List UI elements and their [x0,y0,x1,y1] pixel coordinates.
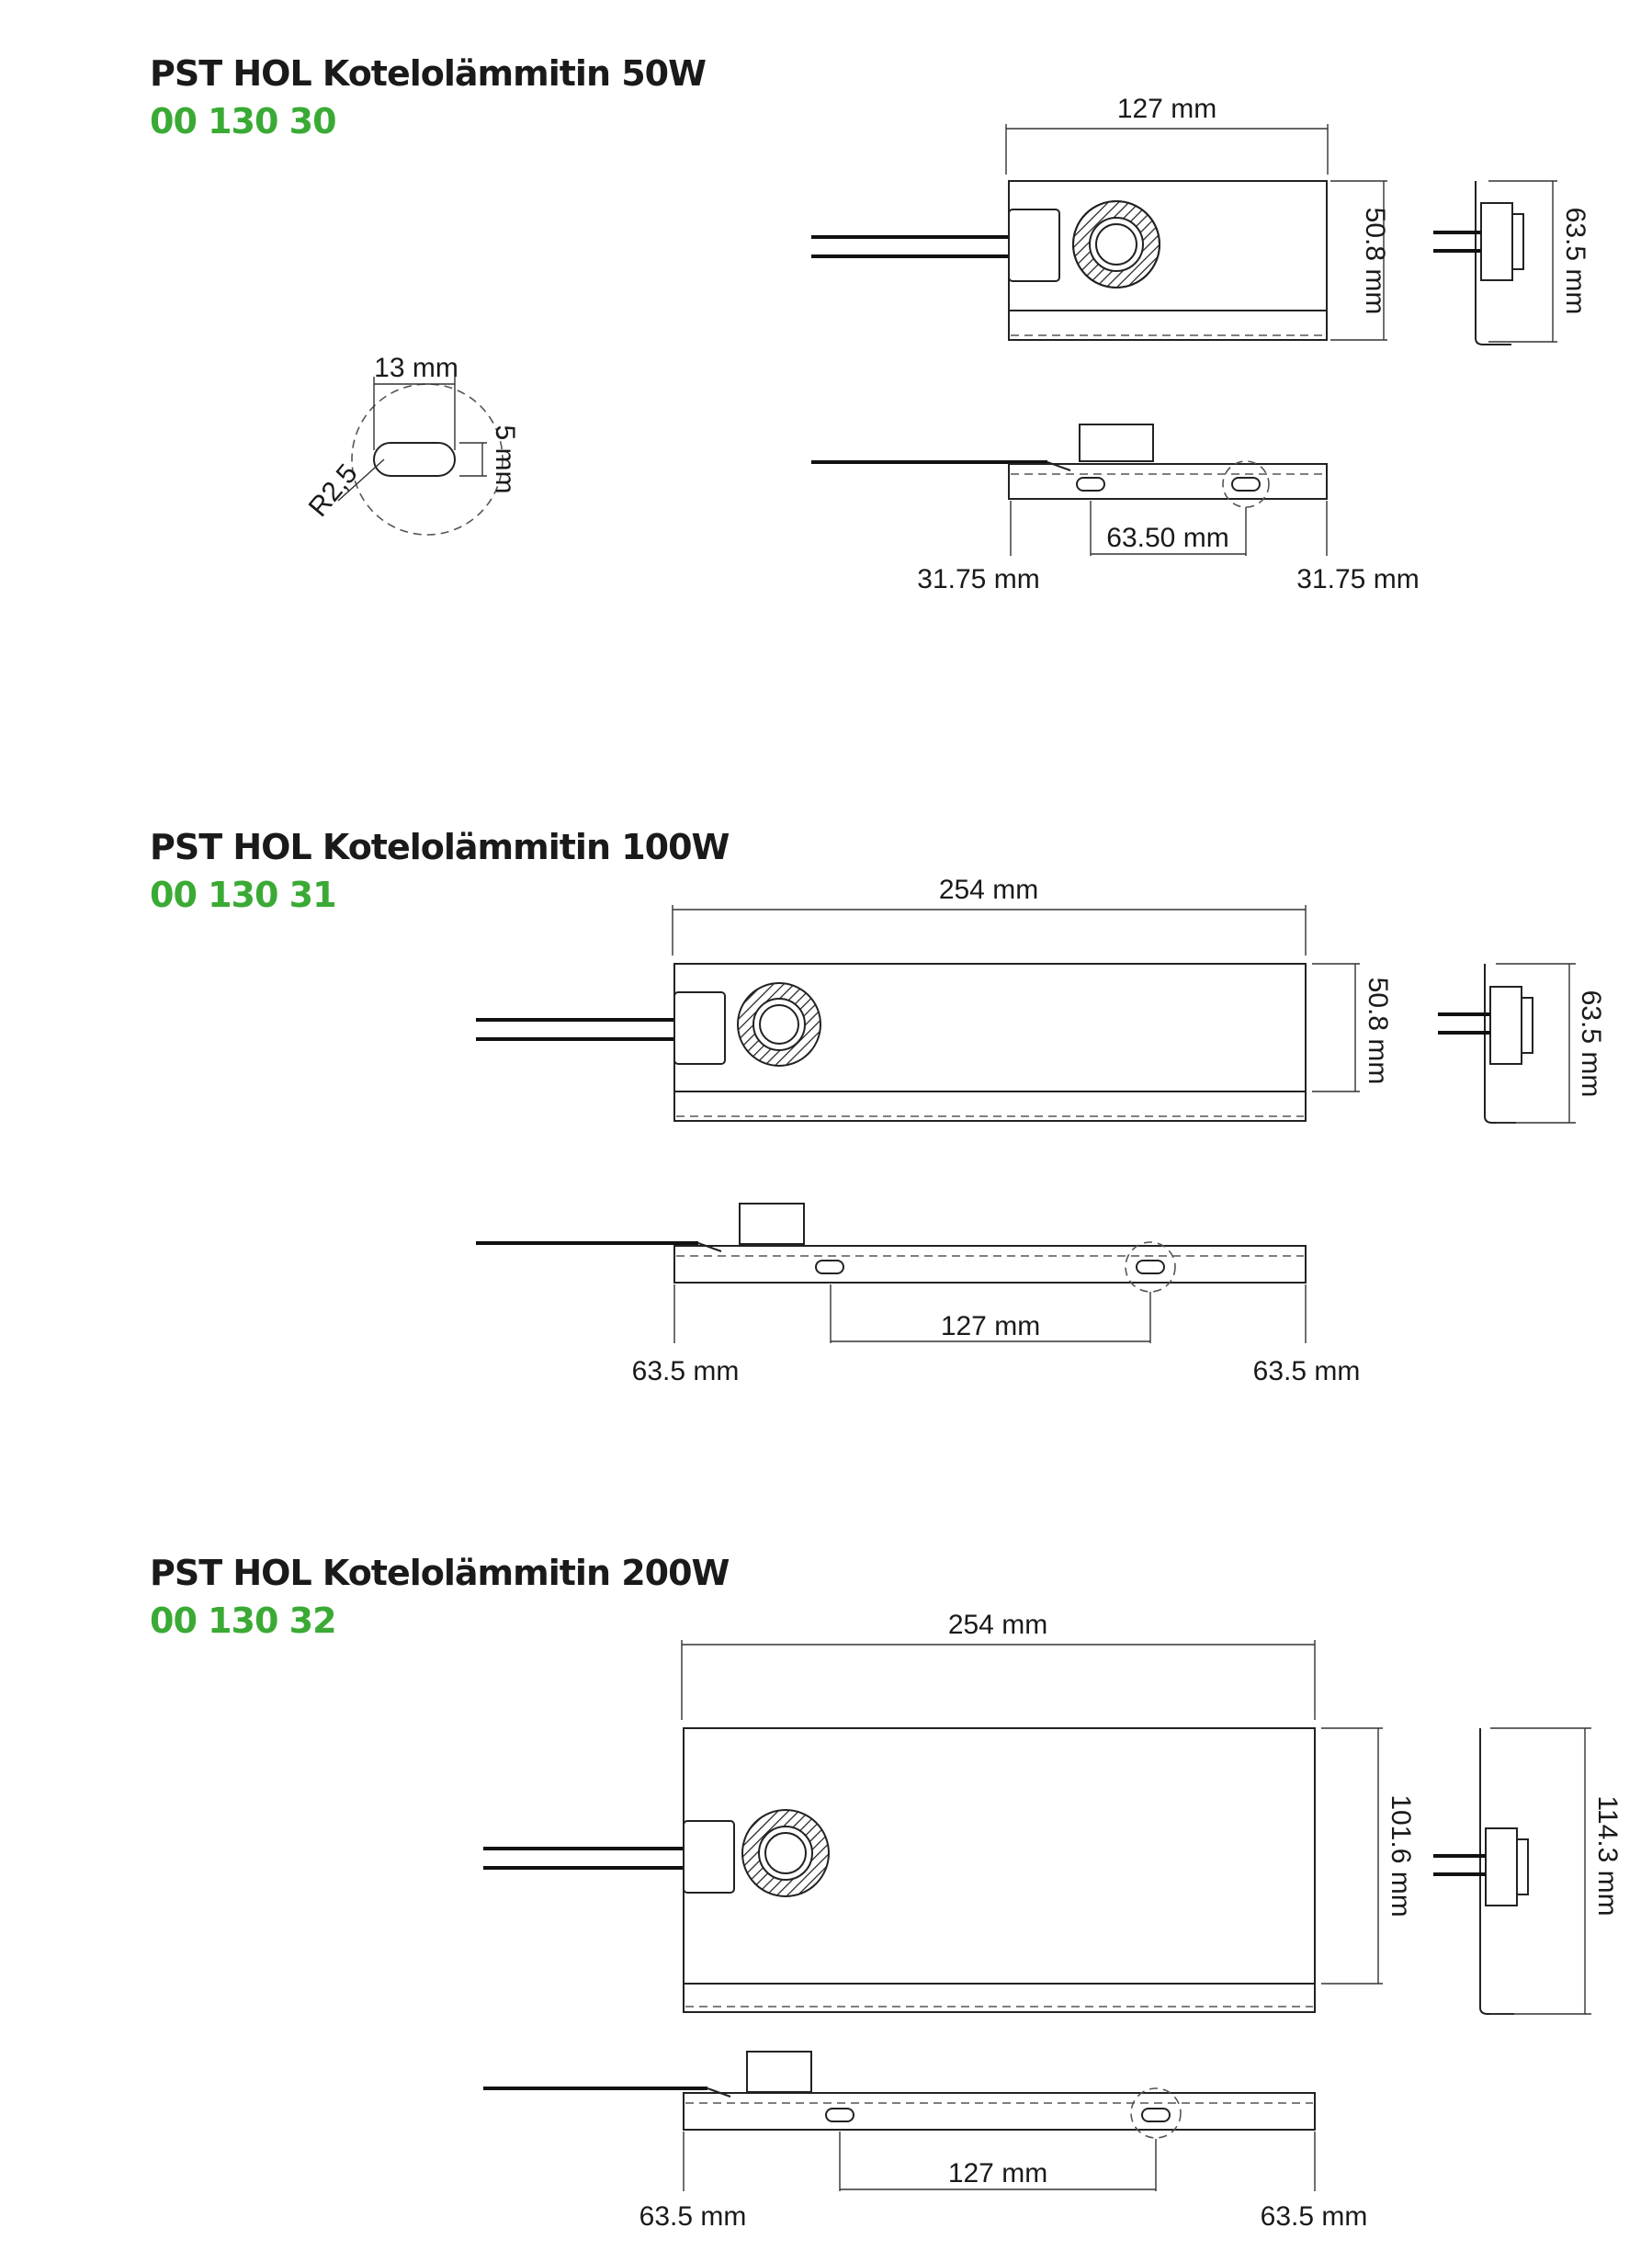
hole-spacing-label: 63.50 mm [1106,523,1228,553]
length-label: 254 mm [939,875,1038,905]
side-view-200w: 114.3 mm [1433,1727,1623,2015]
product-100w-drawing: 254 mm 50.8 mm 63.5 mm [476,875,1606,1386]
hole-spacing-label: 127 mm [948,2158,1047,2188]
product-100w-code: 00 130 31 [150,875,337,915]
right-offset-label: 63.5 mm [1253,1356,1361,1386]
product-50w-code: 00 130 30 [150,101,337,141]
slot-radius-label: R2,5 [303,458,364,523]
product-200w-code: 00 130 32 [150,1600,337,1641]
side-height-label: 63.5 mm [1560,208,1590,315]
length-label: 254 mm [948,1610,1047,1640]
left-offset-label: 31.75 mm [917,564,1039,594]
top-view-50w: 127 mm 50.8 mm [811,94,1390,341]
slot-width-label: 13 mm [374,353,458,383]
slot-detail: 13 mm 5 mm R2,5 [303,353,520,536]
product-200w-title: PST HOL Kotelolämmitin 200W [150,1553,730,1593]
product-100w-title: PST HOL Kotelolämmitin 100W [150,827,730,867]
right-offset-label: 31.75 mm [1296,564,1419,594]
top-view-100w: 254 mm 50.8 mm [476,875,1393,1122]
product-50w-drawing: 127 mm 50.8 mm 6 [303,94,1590,594]
slot-height-label: 5 mm [490,425,520,494]
left-offset-label: 63.5 mm [632,1356,740,1386]
side-height-label: 63.5 mm [1576,990,1606,1098]
side-view-50w: 63.5 mm [1433,180,1590,345]
product-50w-title: PST HOL Kotelolämmitin 50W [150,53,707,94]
hole-spacing-label: 127 mm [941,1311,1040,1341]
length-label: 127 mm [1117,94,1216,124]
bottom-view-200w: 127 mm 63.5 mm 63.5 mm [483,2051,1368,2232]
height-label: 101.6 mm [1386,1794,1416,1917]
product-200w-drawing: 254 mm 101.6 mm 114.3 mm [483,1610,1623,2232]
right-offset-label: 63.5 mm [1261,2201,1368,2232]
bottom-view-100w: 127 mm 63.5 mm 63.5 mm [476,1203,1361,1386]
left-offset-label: 63.5 mm [639,2201,747,2232]
side-height-label: 114.3 mm [1592,1795,1623,1916]
bottom-view-50w: 63.50 mm 31.75 mm 31.75 mm [811,424,1420,594]
height-label: 50.8 mm [1360,208,1390,315]
height-label: 50.8 mm [1363,978,1393,1085]
top-view-200w: 254 mm 101.6 mm [483,1610,1416,2013]
side-view-100w: 63.5 mm [1438,963,1606,1124]
